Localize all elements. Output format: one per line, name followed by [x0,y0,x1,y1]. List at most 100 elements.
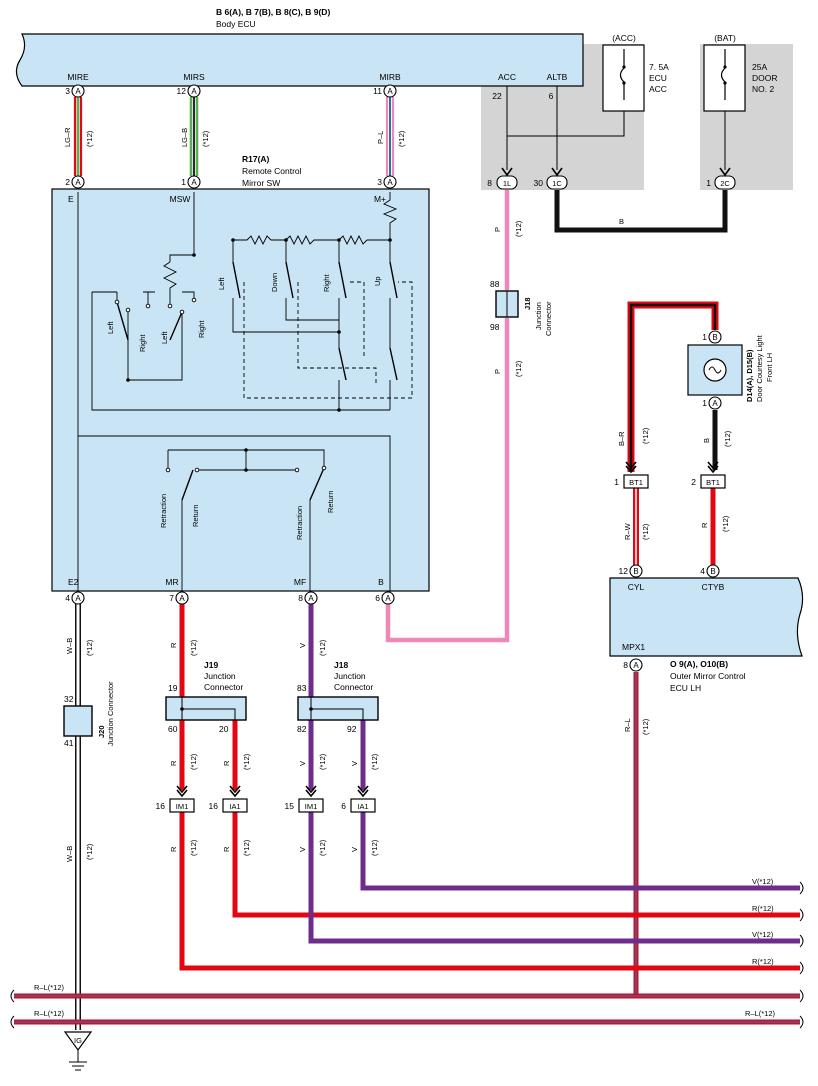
ecu-lh-code: O 9(A), O10(B) [670,659,728,669]
j18-bot-name2: Connector [334,682,373,692]
pin-e-label: E [68,194,74,204]
j18-top-code: J18 [523,297,532,310]
lbl-out-v1: V(*12) [752,877,774,886]
inline-connectors [176,785,369,798]
ia1-b-num: 6 [341,801,346,811]
pin-markers: A A A A A A A A A A B A B B A 3 12 11 2 … [65,84,722,672]
pin-altb-label: ALTB [547,72,568,82]
switch-label-right1: Right [138,334,147,352]
lbl-r-l-mpx: R–L [623,718,632,732]
lbl-lg-r: LG–R [63,127,72,147]
switch-code: R17(A) [242,154,270,164]
conn-cyl-b: B [633,567,638,576]
switch-label-left2: Left [160,331,169,344]
lbl-v-82: V [298,761,307,766]
lbl-lg-b-note: (*12) [201,130,210,147]
fuse-acc-rating: 7. 5A [649,62,669,72]
lbl-v-92-note: (*12) [370,753,379,770]
switch-label-left1: Left [106,321,115,334]
conn-1c-label: 1C [552,179,562,188]
j18-bot-out2: 92 [347,724,357,734]
j19-in: 19 [168,683,178,693]
junction-j18-top: 88 98 J18 Junction Connector [490,279,553,336]
lbl-r-im1a-note: (*12) [189,839,198,856]
num-light-bot: 1 [702,398,707,408]
conn-a-mirb: A [387,87,393,96]
conn-a-e: A [75,178,81,187]
pin-mirb-label: MIRB [379,72,401,82]
fuse-bat: (BAT) 25A DOOR NO. 2 [703,33,778,112]
inline-im1-b: IM1 15 [285,798,324,813]
conn-mpx1-a: A [633,661,639,670]
lbl-bus-right: R–L(*12) [745,1009,776,1018]
fuse-acc-line3: ACC [649,84,667,94]
im1-b-num: 15 [285,801,295,811]
bt1-b-num: 2 [691,477,696,487]
body-ecu-codes: B 6(A), B 7(B), B 8(C), B 9(D) [216,7,330,17]
lbl-r-ctyb: R [700,522,709,528]
lbl-v-mf-note: (*12) [318,639,327,656]
num-mirs: 12 [177,86,187,96]
switch-label-up: Up [373,276,382,286]
switch-label-right3: Right [322,274,331,292]
ia1-a-label: IA1 [229,802,240,811]
pin-acc-label: ACC [498,72,516,82]
num-msw: 1 [181,177,186,187]
bt1-a-num: 1 [614,477,619,487]
lbl-w-b-bot-note: (*12) [85,843,94,860]
conn-2c-label: 2C [720,179,730,188]
num-e: 2 [65,177,70,187]
num-b: 6 [375,593,380,603]
inline-ia1-a: IA1 16 [209,798,248,813]
num-mf: 8 [298,593,303,603]
num-mire: 3 [65,86,70,96]
inline-ia1-b: IA1 6 [341,798,376,813]
junction-j18-bottom: J18 Junction Connector 83 82 92 [297,660,379,734]
j20-in: 32 [64,694,74,704]
wire-b-r [627,301,719,472]
wire-b-black [554,190,728,233]
lbl-r-w-note: (*12) [641,523,650,540]
j19-name1: Junction [204,671,236,681]
lbl-lg-r-note: (*12) [85,130,94,147]
conn-a-mire: A [75,87,81,96]
lbl-r-im1a: R [169,846,178,852]
lbl-v-82-note: (*12) [318,753,327,770]
lbl-p-mid: P [493,369,502,374]
switch-name2: Mirror SW [242,178,280,188]
j18-bot-name1: Junction [334,671,366,681]
lbl-out-r1: R(*12) [752,904,774,913]
j19-name2: Connector [204,682,243,692]
j18-top-in: 88 [490,279,500,289]
lbl-v-ia1b-note: (*12) [370,839,379,856]
fuse-bat-rating: 25A [752,62,767,72]
remote-control-mirror-switch: R17(A) Remote Control Mirror SW E MSW M+… [51,154,430,592]
pin-mr-label: MR [165,577,178,587]
switch-name1: Remote Control [242,166,302,176]
lbl-w-b-top-note: (*12) [85,639,94,656]
pin-mire-label: MIRE [67,72,89,82]
lbl-lg-b: LG–B [180,128,189,147]
junction-j19: J19 Junction Connector 19 60 20 [165,660,247,734]
lbl-b-r-note: (*12) [641,427,650,444]
wire-p-l [385,97,395,176]
light-code: D14(A), D15(B) [745,349,754,402]
im1-a-label: IM1 [176,802,189,811]
body-ecu: B 6(A), B 7(B), B 8(C), B 9(D) Body ECU … [15,7,584,87]
num-mplus: 3 [377,177,382,187]
pin-b-label: B [378,577,384,587]
wire-v-j18-82 [308,720,800,944]
ground-label: IG [74,1036,82,1045]
inline-im1-a: IM1 16 [156,798,195,813]
outer-mirror-control-ecu: CYL CTYB MPX1 O 9(A), O10(B) Outer Mirro… [609,577,804,693]
lbl-r-60: R [169,760,178,766]
num-light-top: 1 [702,332,707,342]
lbl-v-mf: V [298,643,307,648]
switch-label-return2: Return [326,490,335,513]
j19-code: J19 [204,660,218,670]
conn-a-mplus: A [387,178,393,187]
lbl-r-ctyb-note: (*12) [721,515,730,532]
connector-2c: 2C 1 [706,167,736,190]
fuse-bat-head: (BAT) [714,33,736,43]
